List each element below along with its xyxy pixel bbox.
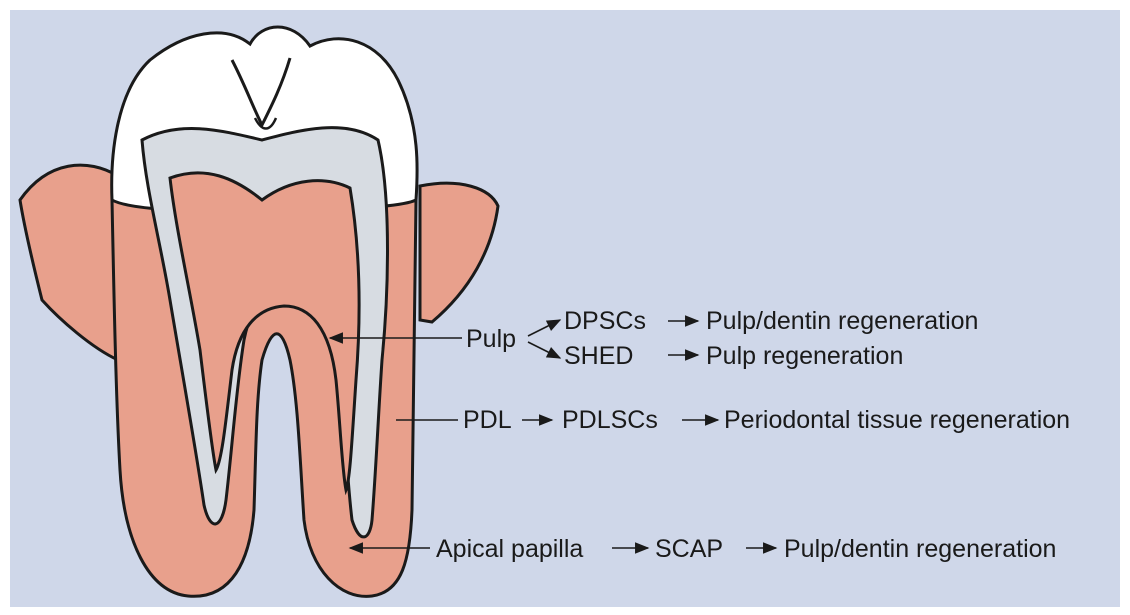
dpscs-outcome-label: Pulp/dentin regeneration — [706, 307, 978, 335]
pdl-label: PDL — [463, 406, 512, 434]
right-gingiva — [420, 183, 498, 322]
pulp-label: Pulp — [466, 325, 516, 353]
pulp-to-shed-arrow — [528, 342, 560, 358]
shed-label: SHED — [564, 342, 633, 370]
scap-label: SCAP — [655, 535, 723, 563]
dpscs-label: DPSCs — [564, 307, 646, 335]
pdlscs-label: PDLSCs — [562, 406, 658, 434]
pdlscs-outcome-label: Periodontal tissue regeneration — [724, 406, 1070, 434]
scap-outcome-label: Pulp/dentin regeneration — [784, 535, 1056, 563]
pulp-to-dpscs-arrow — [528, 320, 560, 336]
apical-papilla-label: Apical papilla — [436, 535, 583, 563]
left-gingiva — [20, 165, 118, 360]
shed-outcome-label: Pulp regeneration — [706, 342, 903, 370]
